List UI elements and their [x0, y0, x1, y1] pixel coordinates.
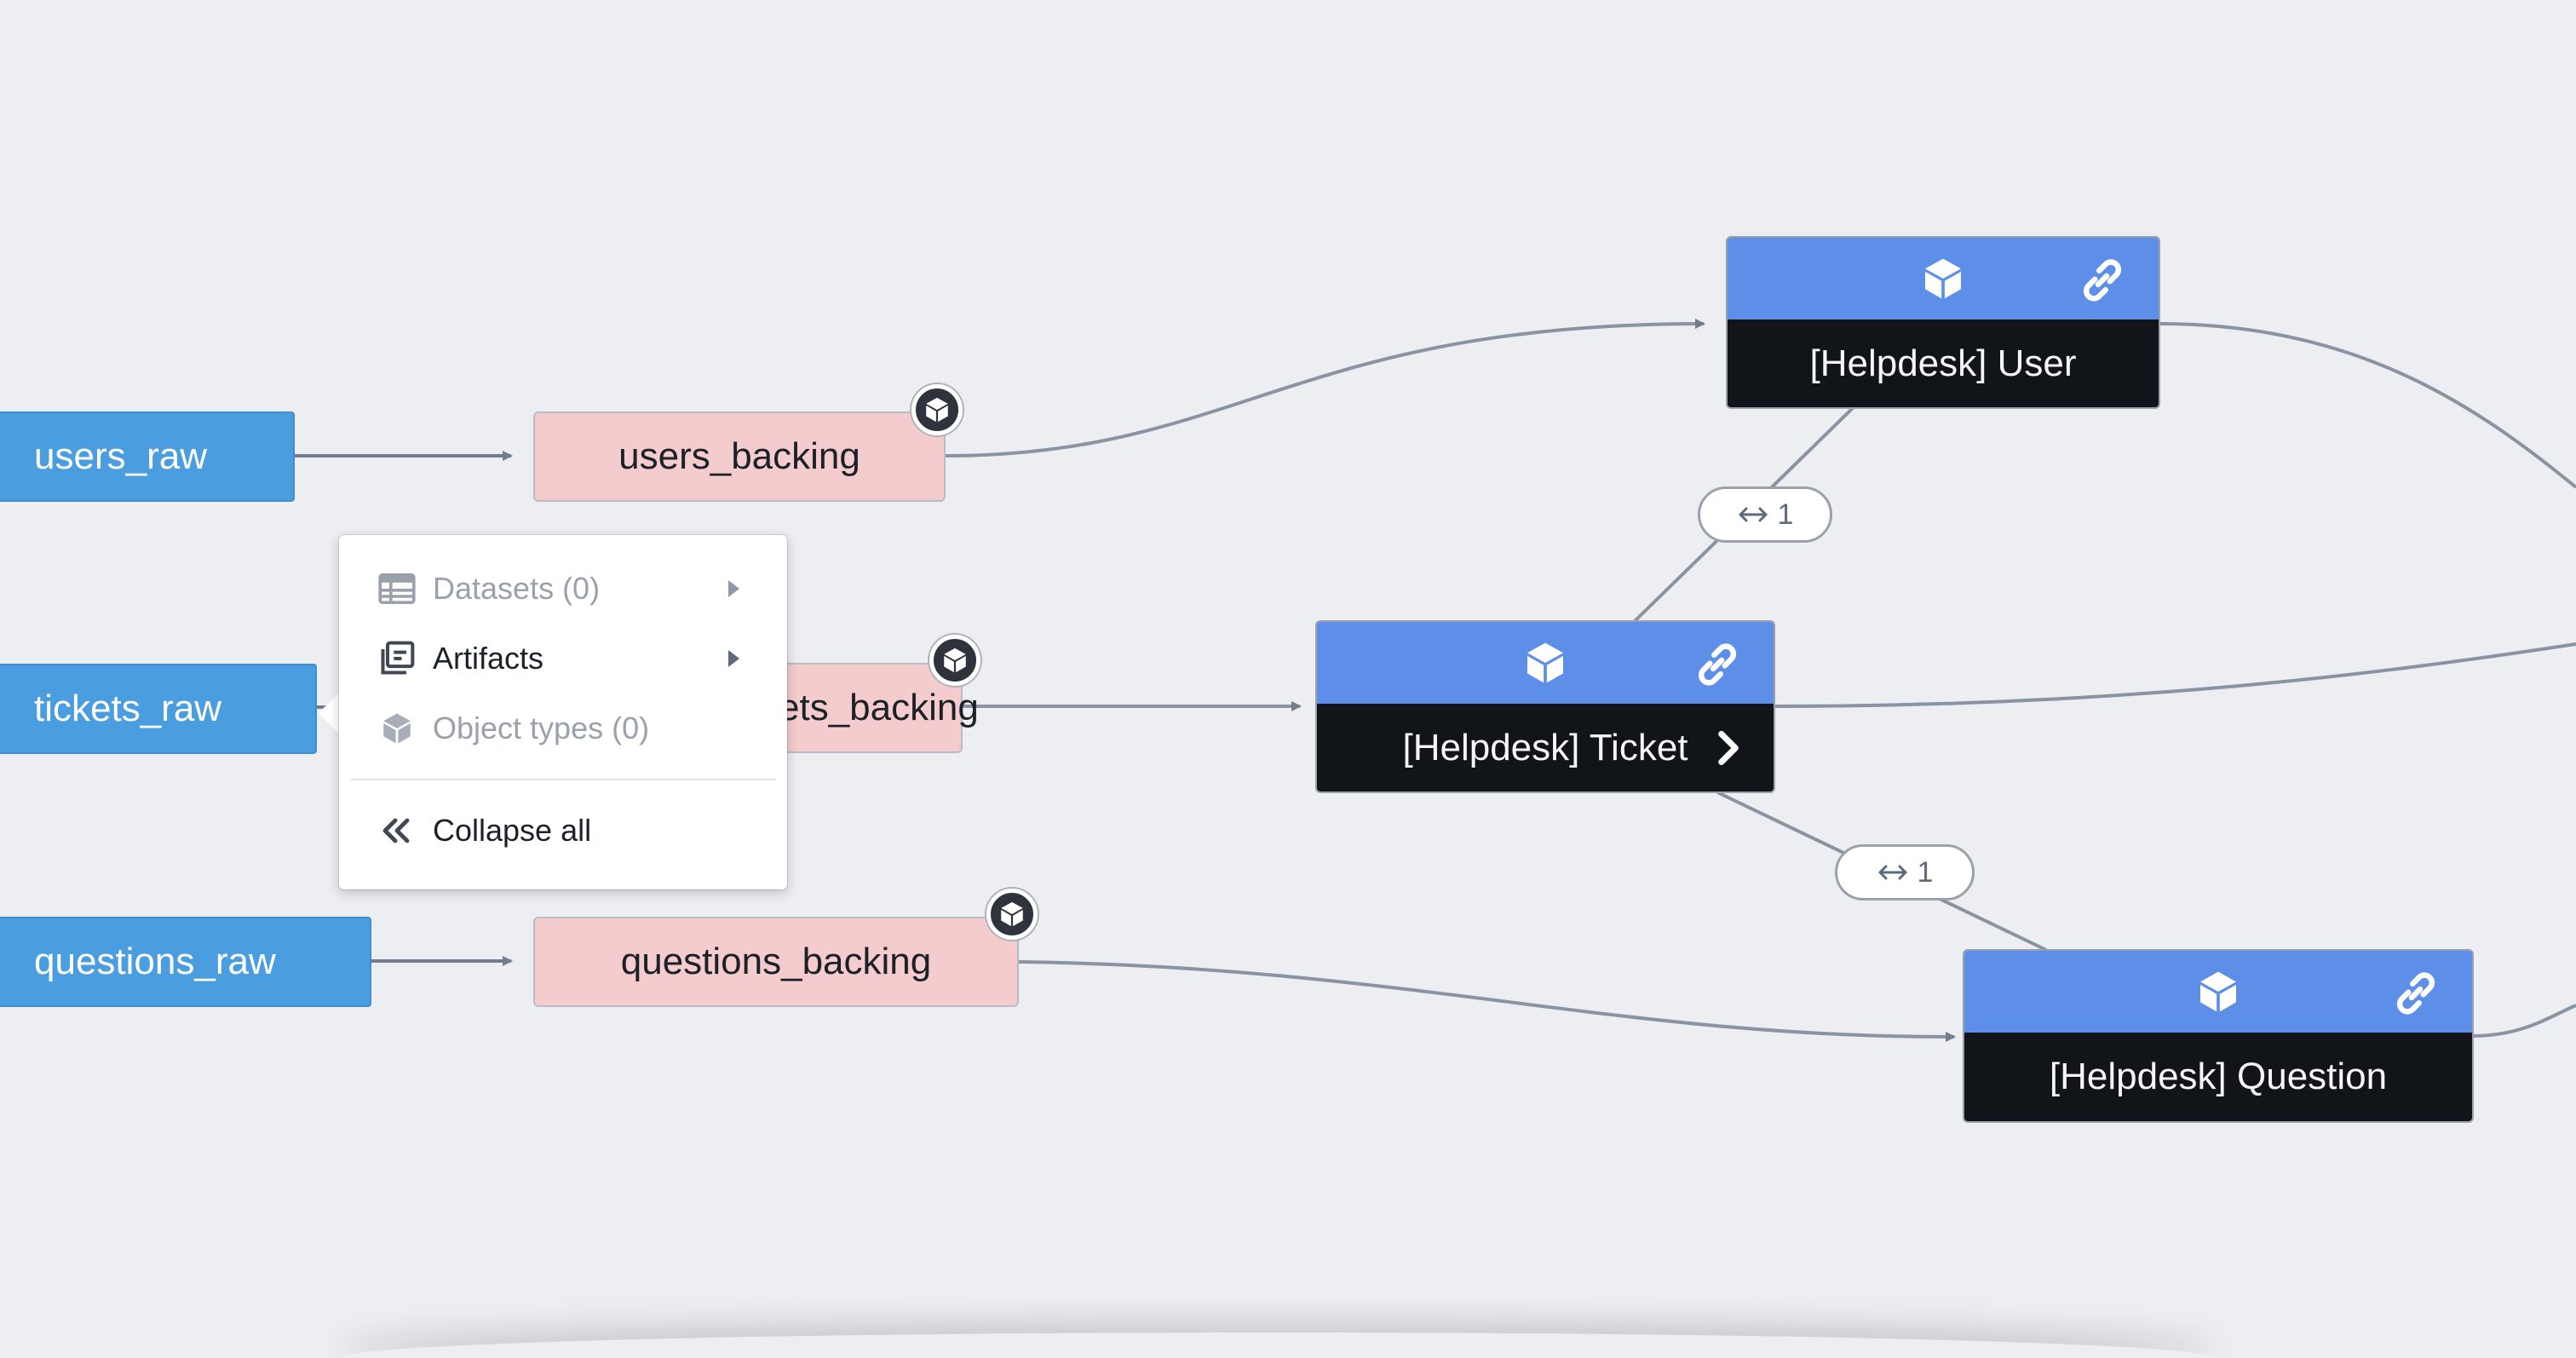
object-type-user-header	[1728, 238, 2159, 319]
menu-item-artifacts-label: Artifacts	[433, 641, 544, 676]
questions-raw-label: questions_raw	[34, 941, 276, 982]
context-menu-caret	[319, 691, 341, 735]
link-ticket-question-pill[interactable]: 1	[1835, 844, 1975, 901]
edge-user-out	[2158, 322, 2576, 489]
link-ticket-question-count: 1	[1917, 855, 1934, 889]
object-type-question-label: [Helpdesk] Question	[2049, 1056, 2388, 1097]
link-user-ticket-pill[interactable]: 1	[1698, 486, 1832, 543]
menu-divider	[351, 779, 775, 780]
questions-backing-cube-badge[interactable]	[986, 889, 1038, 940]
users-raw-node[interactable]: users_raw	[0, 411, 295, 502]
questions-backing-node[interactable]: questions_backing	[533, 917, 1019, 1007]
arrows-horizontal-icon	[1878, 865, 1907, 880]
tickets-backing-cube-badge[interactable]	[929, 635, 980, 686]
submenu-caret-icon	[728, 650, 739, 667]
double-chevron-left-icon	[378, 812, 416, 849]
object-type-ticket-body: [Helpdesk] Ticket	[1317, 704, 1774, 791]
object-type-question-header	[1964, 951, 2472, 1033]
menu-item-object-types-label: Object types (0)	[433, 711, 650, 745]
questions-backing-label: questions_backing	[620, 941, 932, 982]
cube-icon	[926, 397, 948, 423]
cube-icon	[378, 710, 416, 747]
users-backing-label: users_backing	[618, 435, 860, 477]
edge-questions-backing-to-question	[1018, 960, 1956, 1043]
menu-item-collapse-all-label: Collapse all	[433, 813, 592, 848]
tickets-raw-label: tickets_raw	[34, 688, 222, 729]
submenu-caret-icon	[728, 580, 739, 597]
object-type-user-label: [Helpdesk] User	[1809, 342, 2077, 384]
menu-item-collapse-all[interactable]: Collapse all	[339, 796, 787, 866]
arrows-horizontal-icon	[1739, 507, 1768, 522]
object-type-user-node[interactable]: [Helpdesk] User	[1726, 236, 2160, 409]
object-type-ticket-label: [Helpdesk] Ticket	[1402, 726, 1688, 768]
edge-users-backing-to-user	[945, 319, 1705, 457]
menu-item-artifacts[interactable]: Artifacts	[339, 624, 787, 693]
tickets-raw-node[interactable]: tickets_raw	[0, 664, 317, 754]
link-user-ticket-count: 1	[1777, 498, 1794, 531]
object-type-question-node[interactable]: [Helpdesk] Question	[1963, 949, 2474, 1123]
questions-raw-node[interactable]: questions_raw	[0, 917, 371, 1007]
artifacts-icon	[378, 640, 416, 677]
users-backing-node[interactable]: users_backing	[533, 411, 946, 502]
object-type-ticket-node[interactable]: [Helpdesk] Ticket	[1315, 620, 1775, 793]
node-context-menu: Datasets (0) Artifacts	[339, 535, 787, 889]
menu-item-object-types[interactable]: Object types (0)	[339, 693, 787, 763]
chevron-right-icon[interactable]	[1714, 729, 1743, 767]
edge-ticket-out	[1774, 642, 2576, 708]
cube-icon	[1925, 258, 1961, 299]
users-raw-label: users_raw	[34, 435, 207, 477]
object-type-ticket-header	[1317, 622, 1774, 704]
edge-question-out	[2471, 1004, 2576, 1038]
object-type-user-body: [Helpdesk] User	[1728, 319, 2159, 407]
link-icon	[1698, 643, 1737, 686]
object-type-question-body: [Helpdesk] Question	[1964, 1033, 2472, 1121]
table-icon	[378, 570, 416, 607]
link-icon	[2396, 972, 2435, 1015]
cube-icon	[1527, 642, 1563, 683]
users-backing-cube-badge[interactable]	[911, 384, 963, 435]
menu-item-datasets[interactable]: Datasets (0)	[339, 554, 787, 624]
cube-icon	[2200, 971, 2236, 1012]
link-icon	[2083, 259, 2122, 302]
menu-item-datasets-label: Datasets (0)	[433, 571, 601, 606]
cube-icon	[1001, 901, 1023, 927]
cube-icon	[944, 647, 966, 673]
